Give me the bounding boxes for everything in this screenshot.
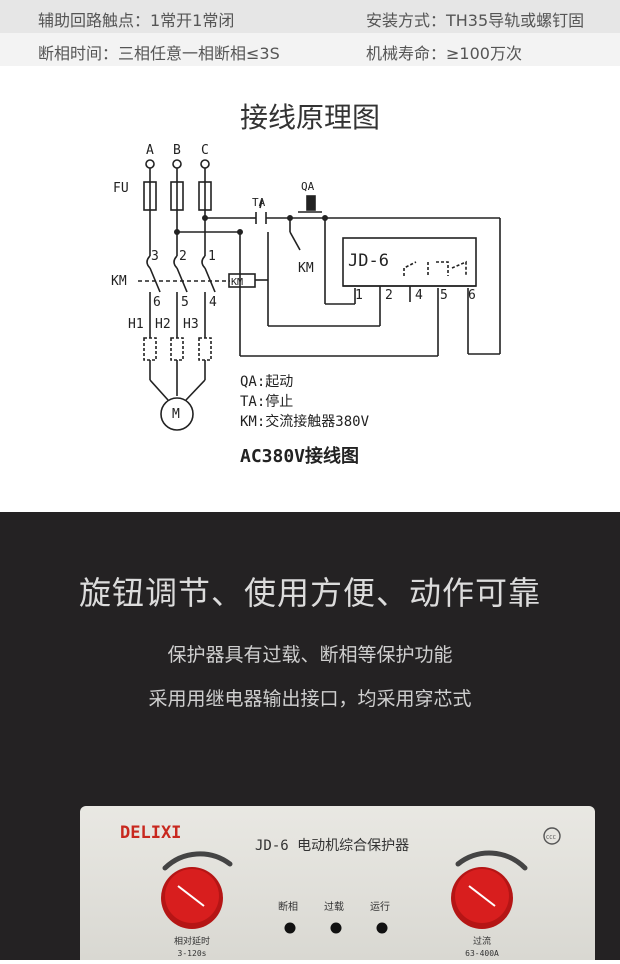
contact-number: 5 bbox=[181, 295, 189, 310]
contact-number: 4 bbox=[209, 295, 217, 310]
spec-row: 断相时间：三相任意一相断相≤3S 机械寿命：≥100万次 bbox=[0, 33, 620, 66]
contact-number: 6 bbox=[153, 295, 161, 310]
contact-number: 2 bbox=[179, 249, 187, 264]
phase-a-label: A bbox=[146, 143, 154, 158]
indicator-overload-label: 过载 bbox=[324, 900, 344, 913]
right-dial-scale bbox=[455, 850, 528, 871]
km-holding-contact-label: KM bbox=[298, 261, 314, 276]
protector-device: DELIXI JD-6 电动机综合保护器 CCC 断相 过载 运行 相对延时 3… bbox=[80, 806, 595, 960]
km-coil-label: KM bbox=[231, 277, 243, 288]
jd6-label: JD-6 bbox=[348, 251, 389, 271]
stop-button-label: TA bbox=[252, 196, 266, 209]
terminal-6: 6 bbox=[468, 288, 476, 303]
terminal-2: 2 bbox=[385, 288, 393, 303]
legend-contactor: KM:交流接触器380V bbox=[240, 413, 370, 430]
spec-mounting: 安装方式：TH35导轨或螺钉固 bbox=[366, 11, 585, 30]
phase-b-label: B bbox=[173, 143, 181, 158]
wiring-diagram: A B C FU TA QA KM KM KM JD-6 1 2 4 5 6 3… bbox=[111, 143, 501, 467]
contact-number: 1 bbox=[208, 249, 216, 264]
feature-line-1: 保护器具有过载、断相等保护功能 bbox=[167, 644, 453, 666]
indicator-phase-loss-label: 断相 bbox=[278, 900, 298, 913]
spec-mechanical-life: 机械寿命：≥100万次 bbox=[366, 44, 522, 63]
spec-phase-loss-time: 断相时间：三相任意一相断相≤3S bbox=[38, 44, 280, 63]
wiring-title: 接线原理图 bbox=[239, 101, 380, 134]
contact-number: 3 bbox=[151, 249, 159, 264]
delay-knob-range: 3-120s bbox=[178, 949, 207, 958]
brand-logo: DELIXI bbox=[120, 823, 181, 843]
terminal-1: 1 bbox=[355, 288, 363, 303]
heater-label: H2 bbox=[155, 317, 171, 332]
overcurrent-knob-range: 63-400A bbox=[465, 949, 499, 958]
heater-h2 bbox=[170, 337, 184, 361]
legend-start: QA:起动 bbox=[240, 374, 293, 390]
fuse-label: FU bbox=[113, 181, 129, 196]
indicator-running-label: 运行 bbox=[370, 900, 390, 913]
motor bbox=[160, 397, 194, 431]
heater-label: H1 bbox=[128, 317, 144, 332]
phase-c-terminal bbox=[200, 159, 210, 169]
legend-stop: TA:停止 bbox=[240, 393, 293, 410]
device-model-title: JD-6 电动机综合保护器 bbox=[255, 838, 409, 854]
spec-auxiliary-contacts: 辅助回路触点：1常开1常闭 bbox=[38, 11, 235, 30]
start-button-label: QA bbox=[301, 180, 315, 193]
heater-h3 bbox=[198, 337, 212, 361]
phase-loss-led bbox=[284, 922, 296, 934]
left-dial-scale bbox=[162, 851, 233, 871]
wiring-section bbox=[0, 66, 620, 512]
overload-led bbox=[330, 922, 342, 934]
spec-row: 辅助回路触点：1常开1常闭 安装方式：TH35导轨或螺钉固 bbox=[0, 0, 620, 33]
motor-label: M bbox=[172, 407, 180, 422]
feature-headline: 旋钮调节、使用方便、动作可靠 bbox=[78, 574, 541, 612]
phase-b-terminal bbox=[172, 159, 182, 169]
overcurrent-knob-label: 过流 bbox=[473, 935, 491, 947]
delay-knob-label: 相对延时 bbox=[174, 935, 210, 947]
ccc-mark-text: CCC bbox=[546, 835, 556, 841]
wiring-caption: AC380V接线图 bbox=[240, 445, 359, 467]
heater-label: H3 bbox=[183, 317, 199, 332]
device-face: DELIXI JD-6 电动机综合保护器 CCC 断相 过载 运行 相对延时 3… bbox=[120, 823, 561, 958]
spec-table: 辅助回路触点：1常开1常闭 安装方式：TH35导轨或螺钉固 断相时间：三相任意一… bbox=[0, 0, 620, 66]
ccc-mark-icon bbox=[543, 827, 561, 845]
contactor-label: KM bbox=[111, 274, 127, 289]
phase-c-label: C bbox=[201, 143, 209, 158]
heater-h1 bbox=[143, 337, 157, 361]
running-led bbox=[376, 922, 388, 934]
feature-line-2: 采用用继电器输出接口，均采用穿芯式 bbox=[148, 688, 472, 710]
terminal-4: 4 bbox=[415, 288, 423, 303]
phase-a-terminal bbox=[145, 159, 155, 169]
terminal-5: 5 bbox=[440, 288, 448, 303]
